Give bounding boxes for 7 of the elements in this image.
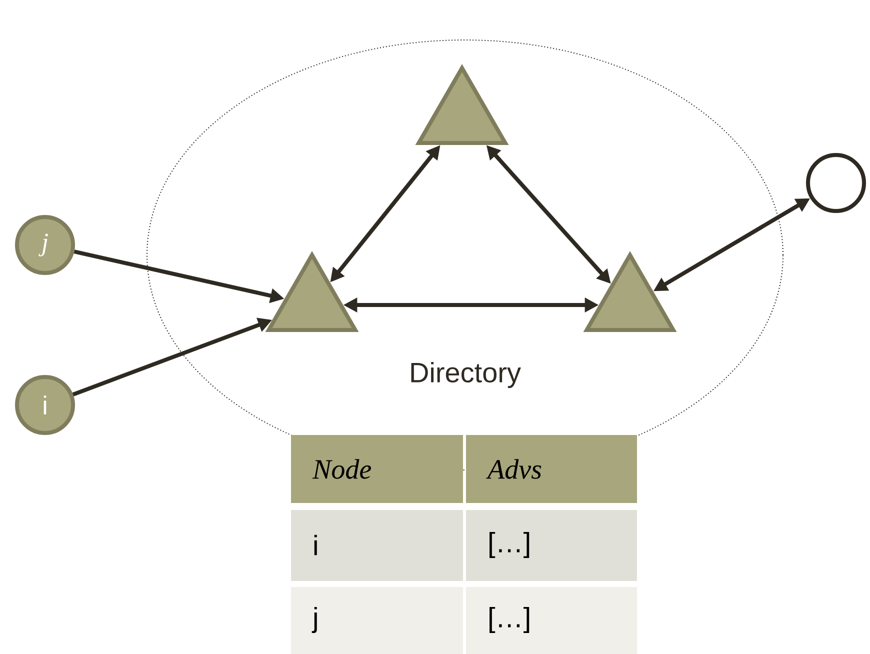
table-cell: i [291, 510, 463, 581]
circle [806, 153, 866, 213]
header-cell: Node [291, 435, 463, 503]
table-cell: j [291, 587, 463, 654]
table-cell: […] [466, 587, 637, 654]
table-cell: […] [466, 510, 637, 581]
header-cell: Advs [466, 435, 637, 503]
